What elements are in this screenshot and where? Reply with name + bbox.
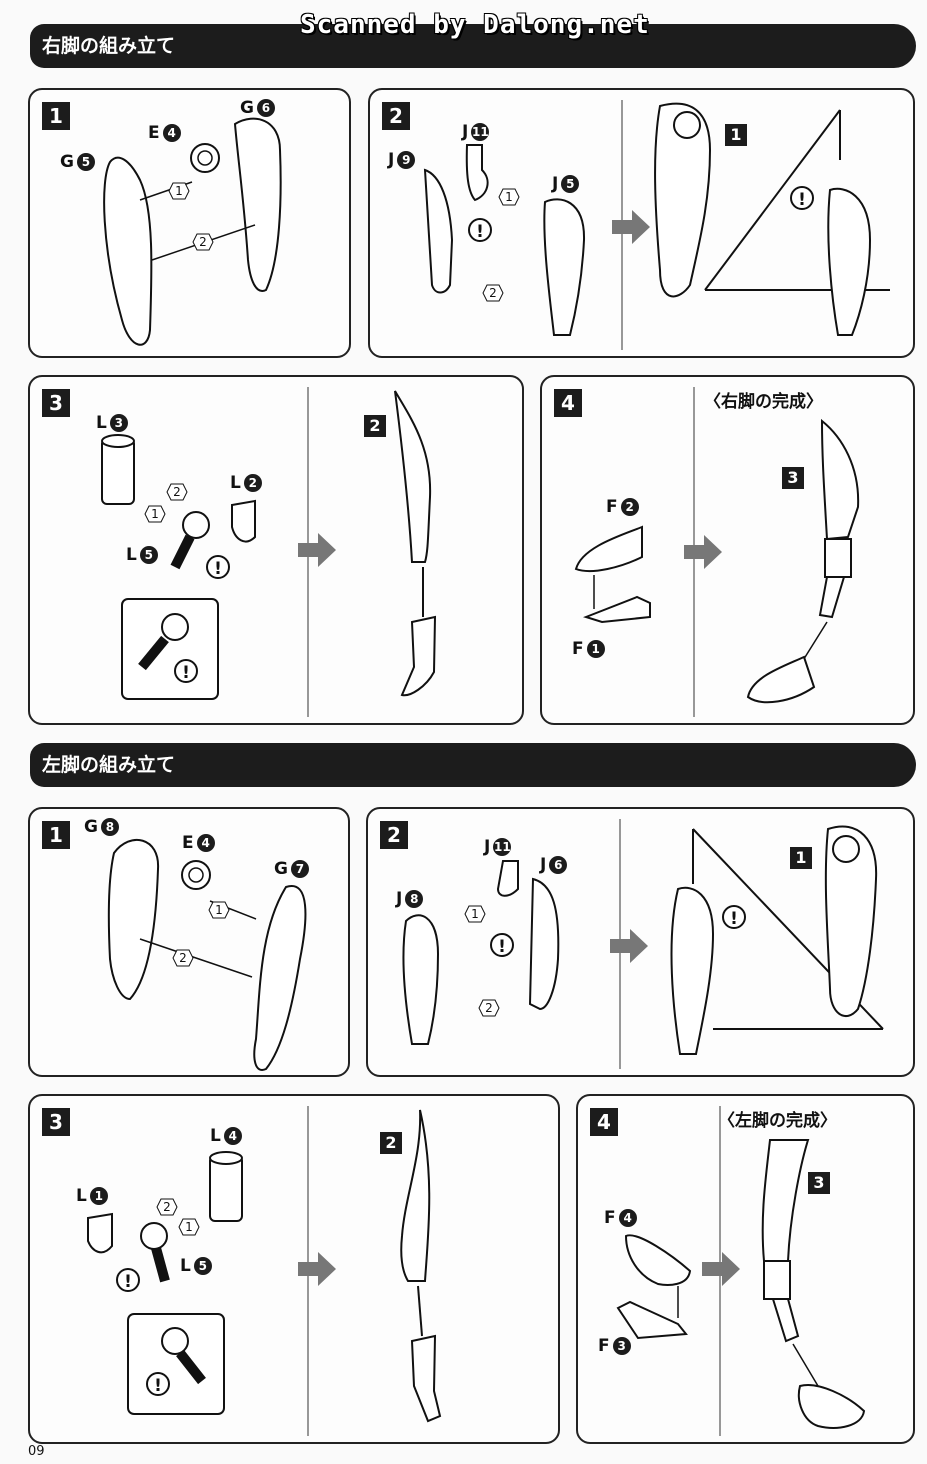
order-marker: 2 [156,1198,178,1216]
reference-number: 2 [364,415,386,437]
order-marker: 2 [482,284,504,302]
caution-icon: ! [468,218,492,242]
reference-number: 2 [380,1132,402,1154]
step-number: 1 [42,821,70,849]
step-number: 4 [554,389,582,417]
order-marker: 1 [208,901,230,919]
caution-icon: ! [146,1372,170,1396]
order-marker: 2 [478,999,500,1017]
caution-icon: ! [722,905,746,929]
reference-number: 1 [725,124,747,146]
caution-icon: ! [206,555,230,579]
step-number: 3 [42,389,70,417]
order-marker: 1 [464,905,486,923]
thigh-part-drawing [402,819,884,1069]
order-marker: 2 [172,949,194,967]
next-step-arrow-icon [298,533,336,567]
section-title-left-leg: 左脚の組み立て [30,743,916,787]
reference-number: 3 [782,467,804,489]
next-step-arrow-icon [612,210,650,244]
page-number: 09 [28,1444,45,1459]
step-number: 2 [382,102,410,130]
order-marker: 2 [192,233,214,251]
next-step-arrow-icon [684,535,722,569]
order-marker: 1 [168,182,190,200]
leg-part-drawing [107,838,307,1071]
reference-number: 3 [808,1172,830,1194]
step-number: 4 [590,1108,618,1136]
ankle-part-drawing [87,1106,442,1436]
shoe-part-drawing [574,387,860,717]
step-number: 3 [42,1108,70,1136]
step-number: 2 [380,821,408,849]
order-marker: 1 [178,1218,200,1236]
shoe-part-drawing [616,1106,866,1436]
caution-icon: ! [790,186,814,210]
watermark: Scanned by Dalong.net [300,10,650,40]
thigh-part-drawing [423,100,890,350]
ankle-part-drawing [101,387,437,717]
next-step-arrow-icon [298,1252,336,1286]
order-marker: 1 [498,188,520,206]
completion-caption-left: 〈左脚の完成〉 [718,1111,837,1131]
order-marker: 2 [166,483,188,501]
caution-icon: ! [490,933,514,957]
step-number: 1 [42,102,70,130]
section-title-right-leg: 右脚の組み立て [30,24,916,68]
reference-number: 1 [790,847,812,869]
order-marker: 1 [144,505,166,523]
leg-part-drawing [103,117,282,346]
next-step-arrow-icon [610,929,648,963]
caution-icon: ! [116,1268,140,1292]
caution-icon: ! [174,659,198,683]
completion-caption-right: 〈右脚の完成〉 [704,392,823,412]
next-step-arrow-icon [702,1252,740,1286]
